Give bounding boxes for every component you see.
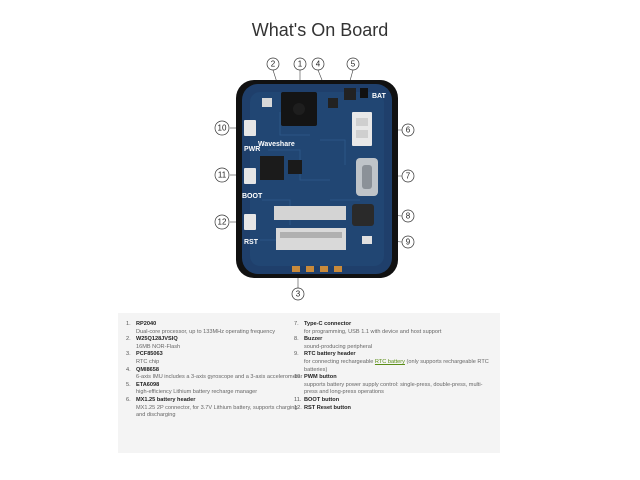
ffc-connector — [276, 228, 346, 250]
svg-text:5: 5 — [351, 60, 356, 69]
board-diagram: BAT PWR BOOT RST Waveshare 1 2 3 4 5 6 7… — [214, 57, 415, 301]
battery-pin — [356, 130, 368, 138]
callout-1: 1 — [293, 57, 307, 71]
rtc-battery-header — [362, 236, 372, 244]
bat-label: BAT — [372, 93, 387, 100]
imu-chip — [328, 98, 338, 108]
buzzer — [352, 204, 374, 226]
list-item: 11.BOOT button — [294, 396, 340, 403]
callout-4: 4 — [311, 57, 325, 71]
svg-text:1: 1 — [298, 60, 303, 69]
rst-label: RST — [244, 239, 259, 246]
rtc-battery-link[interactable]: RTC battery — [374, 358, 405, 365]
rst-button[interactable] — [244, 214, 256, 230]
pwr-button[interactable] — [244, 120, 256, 136]
callout-2: 2 — [266, 57, 280, 71]
svg-text:2: 2 — [271, 60, 276, 69]
edge-pads — [292, 266, 342, 272]
pwr-label: PWR — [244, 146, 260, 153]
callout-9: 9 — [401, 235, 415, 249]
callout-3: 3 — [291, 287, 305, 301]
rtc-chip — [288, 160, 302, 174]
rp2040-logo — [293, 103, 305, 115]
list-item: 12.RST Reset button — [294, 404, 351, 411]
svg-text:10: 10 — [218, 124, 227, 133]
svg-text:12: 12 — [218, 218, 227, 227]
flash-chip — [262, 98, 272, 107]
svg-text:7: 7 — [406, 172, 411, 181]
svg-text:6: 6 — [406, 126, 411, 135]
svg-text:3: 3 — [296, 290, 301, 299]
svg-text:8: 8 — [406, 212, 411, 221]
boot-label: BOOT — [242, 193, 263, 200]
usb-c-port — [362, 165, 372, 189]
callout-10: 10 — [214, 120, 230, 136]
callout-8: 8 — [401, 209, 415, 223]
svg-text:11: 11 — [218, 171, 227, 180]
callout-markers: 1 2 3 4 5 6 7 8 9 10 11 12 — [214, 57, 415, 301]
callout-5: 5 — [346, 57, 360, 71]
page-title: What's On Board — [251, 20, 389, 40]
inductor — [360, 88, 368, 98]
battery-header — [352, 112, 372, 146]
svg-text:9: 9 — [406, 238, 411, 247]
ffc-slot — [280, 232, 342, 238]
callout-6: 6 — [401, 123, 415, 137]
charger-chip — [344, 88, 356, 100]
callout-11: 11 — [214, 167, 230, 183]
svg-text:4: 4 — [316, 60, 321, 69]
callout-7: 7 — [401, 169, 415, 183]
board-svg: BAT PWR BOOT RST Waveshare 1 2 3 4 5 6 7… — [214, 57, 415, 301]
regulator-chip — [260, 156, 284, 180]
battery-pin — [356, 118, 368, 126]
callout-12: 12 — [214, 214, 230, 230]
brand-silkscreen: Waveshare — [258, 141, 295, 148]
pcb-inner — [250, 92, 384, 266]
boot-button[interactable] — [244, 168, 256, 184]
ffc-connector-top — [274, 206, 346, 220]
